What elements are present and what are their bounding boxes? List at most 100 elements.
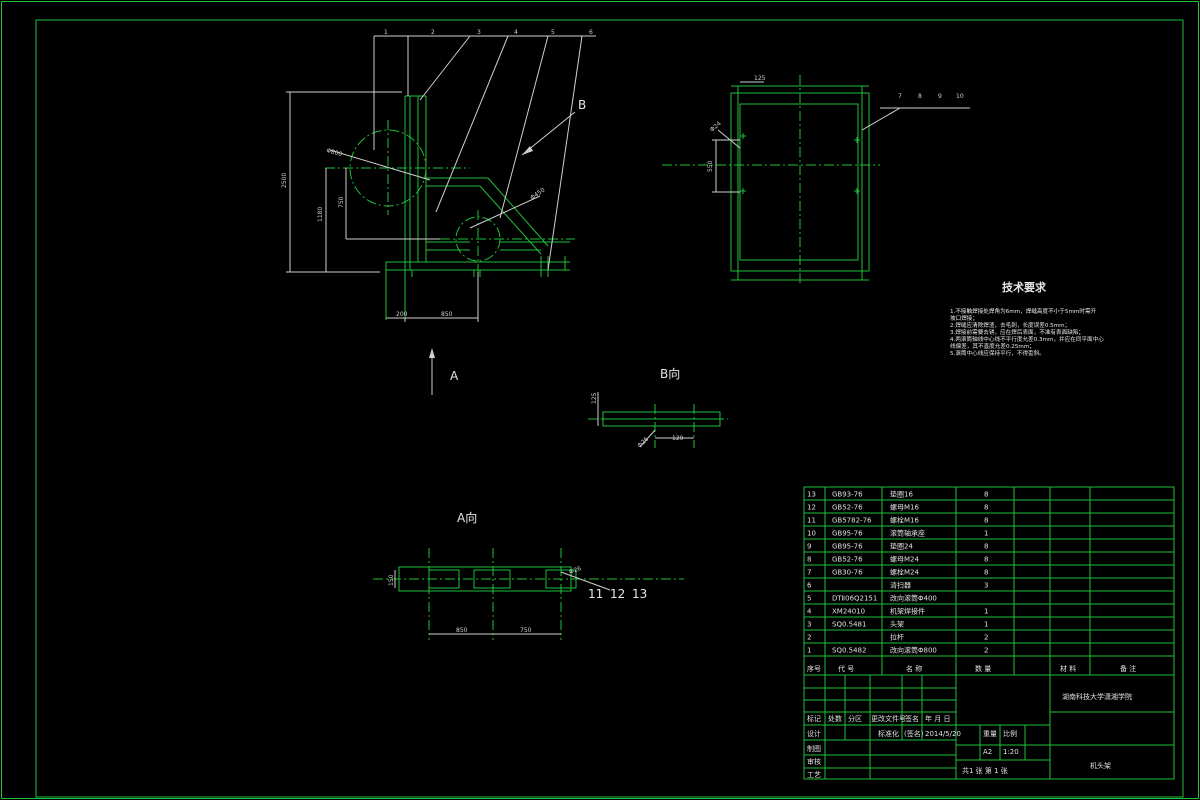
bom-cell-code: GB30-76 xyxy=(832,569,863,577)
dim-2500: 2500 xyxy=(281,173,288,188)
bom-cell-no: 8 xyxy=(807,556,811,564)
bom-cell-name: 垫圈16 xyxy=(890,490,913,499)
bom-cell-name: 机架焊接件 xyxy=(890,607,925,616)
tb-drawing-name: 机头架 xyxy=(1090,761,1111,770)
view-label-b: B xyxy=(578,98,586,112)
bom-cell-name: 清扫器 xyxy=(890,581,911,590)
balloon-13: 13 xyxy=(632,587,647,601)
bom-cell-code: GB52-76 xyxy=(832,556,863,564)
balloon-8: 8 xyxy=(918,93,922,100)
balloon-7: 7 xyxy=(898,93,902,100)
bom-cell-qty: 1 xyxy=(984,621,988,629)
bom-cell-qty: 8 xyxy=(984,556,988,564)
balloon-4: 4 xyxy=(514,29,518,36)
bv-dim-125: 125 xyxy=(591,392,598,404)
tb-date: 2014/5/20 xyxy=(925,730,961,738)
bom-cell-no: 2 xyxy=(807,634,811,642)
balloon-2: 2 xyxy=(431,29,435,36)
b-view xyxy=(588,392,728,448)
tb-design: 设计 xyxy=(807,729,821,738)
arrow-b xyxy=(522,146,533,155)
bom-cell-no: 6 xyxy=(807,582,812,590)
bom-cell-no: 12 xyxy=(807,504,816,512)
tb-sign: (签名) xyxy=(904,729,924,738)
tech-line-3: 2.焊缝应清除焊渣，去毛刺，长度误差0.5mm； xyxy=(950,321,1070,329)
tb-process: 工艺 xyxy=(807,771,821,779)
bom-h-name: 名 称 xyxy=(906,664,922,673)
bom-h-qty: 数 量 xyxy=(975,664,991,673)
dim-750: 750 xyxy=(338,196,345,208)
view-label-b-view: B向 xyxy=(660,366,680,381)
balloon-1: 1 xyxy=(384,29,388,36)
tb-school: 湖南科技大学潇湘学院 xyxy=(1062,692,1132,701)
bom-cell-qty: 8 xyxy=(984,569,988,577)
tb-check: 审核 xyxy=(807,757,821,766)
bom-cell-no: 13 xyxy=(807,491,816,499)
dim-1180: 1180 xyxy=(317,207,324,222)
bom-cell-code: GB95-76 xyxy=(832,543,863,551)
a-view xyxy=(373,548,684,640)
view-label-a: A xyxy=(450,369,459,383)
bom-cell-qty: 1 xyxy=(984,530,988,538)
bom-cell-name: 拉杆 xyxy=(890,633,904,642)
tb-date-h: 年 月 日 xyxy=(925,714,950,723)
bom-cell-no: 4 xyxy=(807,608,812,616)
bom-cell-no: 5 xyxy=(807,595,811,603)
tech-line-2: 坡口焊接； xyxy=(950,314,978,322)
bom-cell-qty: 3 xyxy=(984,582,988,590)
bom-cell-no: 11 xyxy=(807,517,816,525)
dim-550: 550 xyxy=(707,160,714,172)
bom-h-code: 代 号 xyxy=(838,664,854,673)
tech-line-6: 线偏差，其不直度允差0.25mm； xyxy=(950,342,1035,350)
arrow-a xyxy=(429,348,435,358)
av-dim-850: 850 xyxy=(456,627,468,634)
bom-cell-no: 7 xyxy=(807,569,811,577)
tech-line-4: 3.焊接前需要去锈，应在焊后表面，不准有表面缺陷； xyxy=(950,328,1084,336)
bom-cell-no: 9 xyxy=(807,543,811,551)
bom-h-no: 序号 xyxy=(807,664,821,673)
bom-h-mat: 材 料 xyxy=(1060,664,1076,673)
bom-cell-code: GB93-76 xyxy=(832,491,863,499)
bom-cell-qty: 8 xyxy=(984,517,988,525)
bom-cell-name: 垫圈24 xyxy=(890,542,913,551)
tb-standard: 标准化 xyxy=(878,729,899,738)
tb-ratio-label: 比例 xyxy=(1003,729,1017,738)
bom-cell-qty: 1 xyxy=(984,608,988,616)
bom-cell-name: 螺母M16 xyxy=(890,503,919,512)
tech-line-1: 1.不接触焊接处焊角为6mm，焊缝高度不小于5mm时需开 xyxy=(950,307,1097,315)
balloon-11: 11 xyxy=(588,587,603,601)
balloon-9: 9 xyxy=(938,93,942,100)
dim-d800: Φ800 xyxy=(325,147,343,158)
bom-cell-code: GB5782-76 xyxy=(832,517,872,525)
bom-cell-qty: 2 xyxy=(984,634,988,642)
bom-h-remark: 备 注 xyxy=(1120,664,1136,673)
tb-sheets: 共1 张 第 1 张 xyxy=(962,766,1008,775)
bom-cell-no: 10 xyxy=(807,530,816,538)
av-dim-750: 750 xyxy=(520,627,532,634)
bom-cell-name: 滚筒轴承座 xyxy=(890,529,925,538)
dim-125: 125 xyxy=(754,75,766,82)
tb-stage: A2 xyxy=(983,748,992,756)
front-view xyxy=(286,35,596,395)
bom-cell-qty: 8 xyxy=(984,504,988,512)
tb-count: 处数 xyxy=(828,714,842,723)
bom-cell-name: 头架 xyxy=(890,620,904,629)
balloon-3: 3 xyxy=(477,29,481,36)
bom-cell-code: GB52-76 xyxy=(832,504,863,512)
tech-line-5: 4.两滚筒轴线中心线不平行度允差0.3mm，并应在同平面中心 xyxy=(950,335,1104,343)
tb-ratio: 1:20 xyxy=(1003,748,1019,756)
av-dim-150: 150 xyxy=(388,574,395,586)
bom-cell-no: 1 xyxy=(807,647,811,655)
tech-line-7: 5.滚筒中心线应保持平行，不得歪斜。 xyxy=(950,349,1045,357)
bom-cell-code: SQ0.5481 xyxy=(832,621,866,629)
dim-d450: Φ450 xyxy=(529,187,546,202)
bom-cell-qty: 8 xyxy=(984,543,988,551)
bom-cell-name: 螺母M24 xyxy=(890,555,919,564)
bv-dim-120: 120 xyxy=(672,435,684,442)
bom-cell-code: SQ0.5482 xyxy=(832,647,866,655)
inner-frame xyxy=(35,19,1184,798)
av-dim-hole: Φ26 xyxy=(568,565,582,576)
